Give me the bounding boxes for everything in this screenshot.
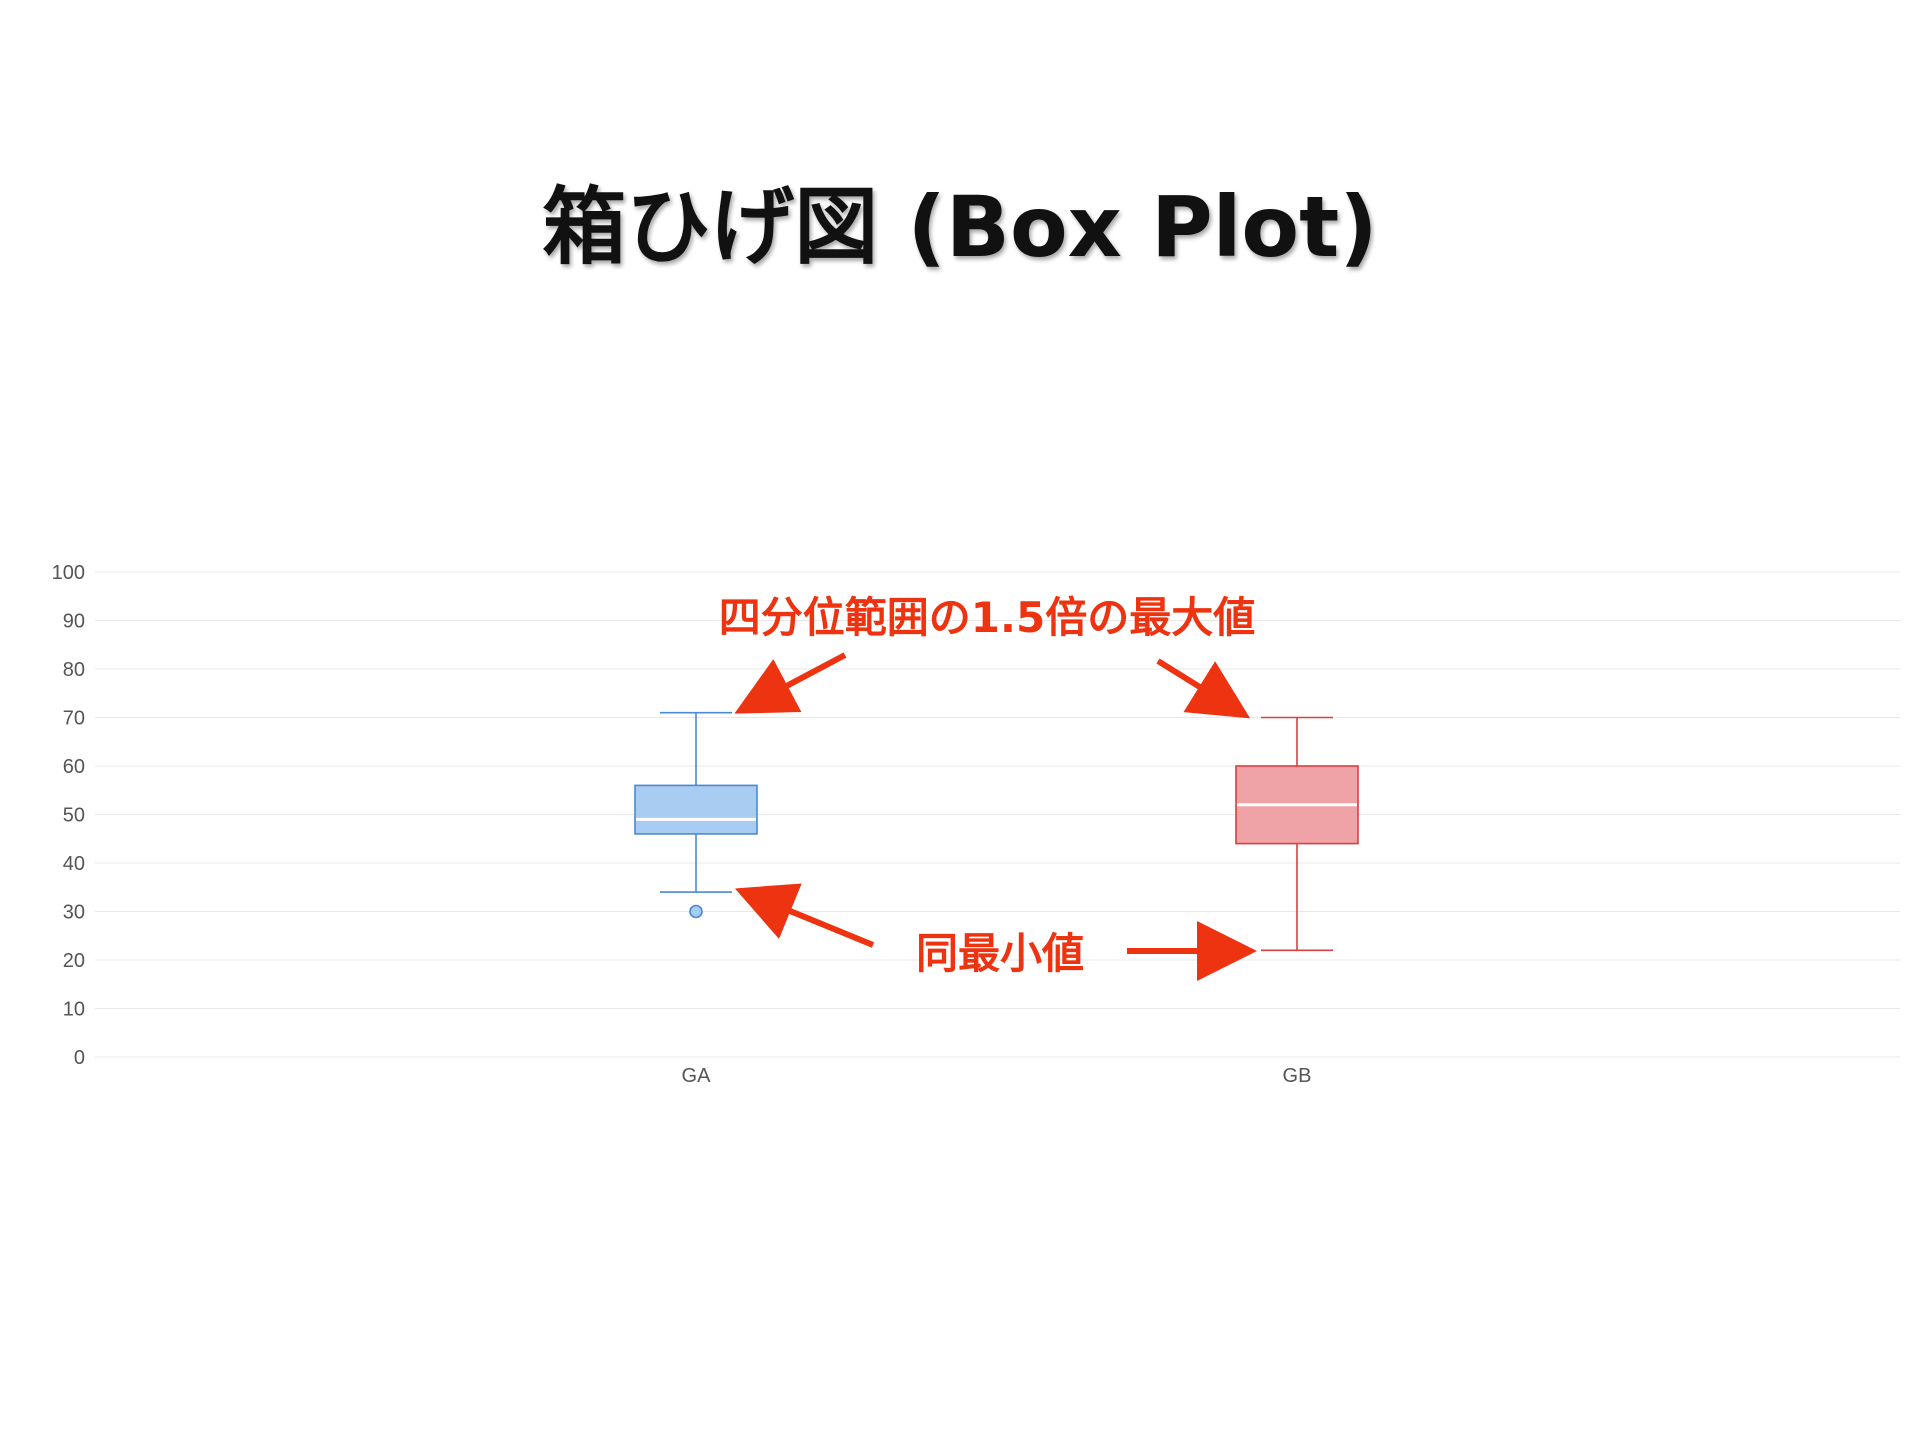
arrow-max-gb bbox=[1156, 658, 1251, 719]
box-gb bbox=[1235, 716, 1359, 952]
arrow-max-ga bbox=[734, 652, 847, 714]
y-tick-label-60: 60 bbox=[63, 756, 85, 778]
y-tick-label-30: 30 bbox=[63, 902, 85, 924]
x-tick-label-ga: GA bbox=[682, 1065, 712, 1087]
iqr-box-ga bbox=[634, 784, 758, 835]
arrow-min-ga bbox=[734, 883, 875, 948]
y-tick-label-90: 90 bbox=[63, 611, 85, 633]
y-tick-label-50: 50 bbox=[63, 805, 85, 827]
page-title: 箱ひげ図 (Box Plot) bbox=[542, 178, 1378, 276]
y-tick-label-70: 70 bbox=[63, 708, 85, 730]
y-tick-label-20: 20 bbox=[63, 950, 85, 972]
y-tick-label-40: 40 bbox=[63, 853, 85, 875]
y-tick-label-100: 100 bbox=[52, 562, 85, 584]
box-ga bbox=[634, 711, 758, 919]
y-tick-label-10: 10 bbox=[63, 999, 85, 1021]
y-tick-label-0: 0 bbox=[74, 1047, 85, 1069]
y-tick-label-80: 80 bbox=[63, 659, 85, 681]
max-annotation-label: 四分位範囲の1.5倍の最大値 bbox=[719, 593, 1255, 642]
min-annotation-label: 同最小値 bbox=[916, 929, 1084, 978]
outlier-ga-0 bbox=[689, 904, 703, 919]
x-tick-label-gb: GB bbox=[1283, 1065, 1312, 1087]
